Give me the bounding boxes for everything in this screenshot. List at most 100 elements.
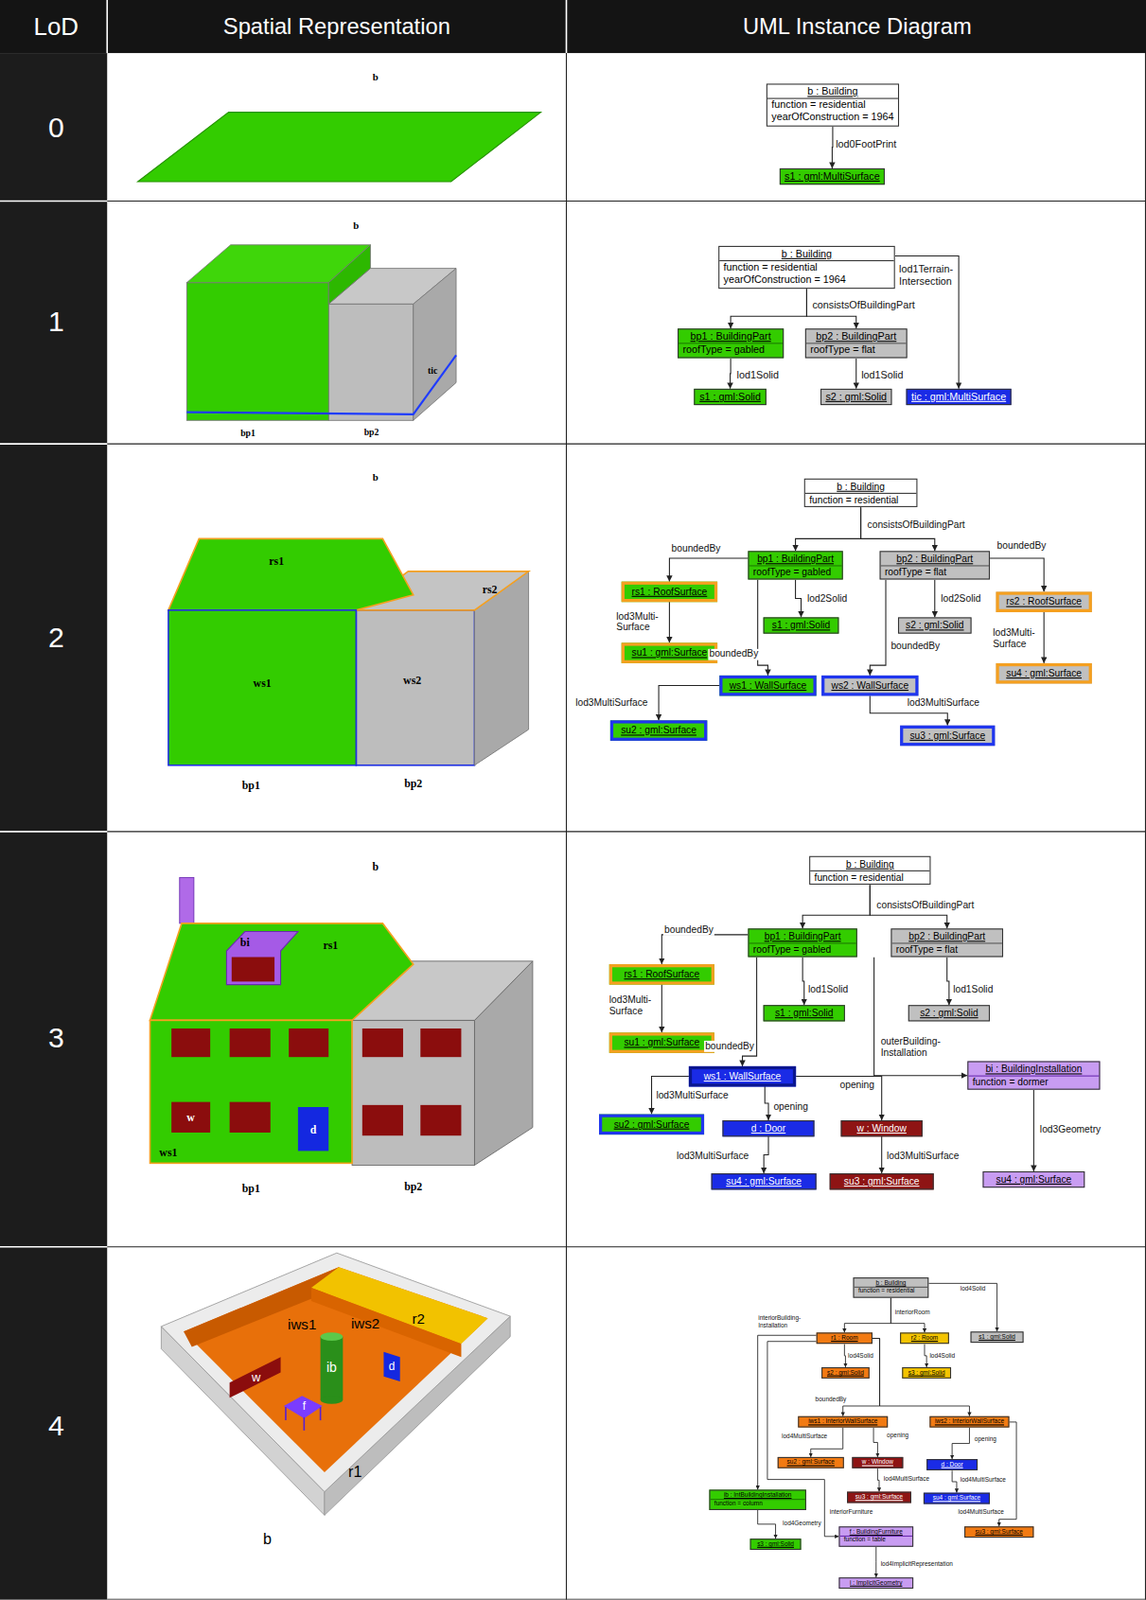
link-label: lod4Solid (959, 1286, 988, 1293)
uml-object: su3 : gml:Surface (964, 1526, 1034, 1538)
attribute-text: function = residential (767, 98, 899, 112)
roof (150, 923, 414, 1021)
link-line (844, 1297, 891, 1333)
table (283, 1395, 323, 1419)
object-name: bp1 : BuildingPart (753, 930, 853, 942)
link-label: lod1Solid (952, 985, 994, 997)
link-line (952, 1470, 957, 1493)
attribute-text: function = residential (805, 492, 917, 506)
object-name: bp2 : BuildingPart (810, 330, 902, 343)
link-label: lod1Solid (735, 369, 780, 381)
link-label: lod4MultiSurface (959, 1476, 1007, 1483)
link-label: lod4Geometry (781, 1520, 823, 1528)
uml-object: ib : IntBuildingInstallationfunction = c… (708, 1489, 806, 1510)
row-lines (106, 52, 1146, 1600)
link-label: interiorBuilding- Installation (757, 1315, 802, 1330)
link-label: boundedBy (814, 1395, 848, 1403)
uml-object: i : ImplicitGeometry (838, 1577, 914, 1589)
attribute-text: function = residential (854, 1287, 929, 1296)
link-label: outerBuilding- Installation (880, 1037, 942, 1060)
column-header: LoD (34, 14, 79, 39)
column-header: Spatial Representation (223, 15, 451, 38)
uml-object: r1 : Room (816, 1332, 873, 1344)
link-line (875, 1546, 877, 1578)
attribute-text: roofType = gabled (749, 564, 843, 579)
uml-object: ws2 : WallSurface (821, 675, 918, 696)
object-name: f : BuildingFurniture (844, 1528, 909, 1536)
link-line (661, 934, 748, 965)
uml-object: b : Buildingfunction = residentialyearOf… (718, 246, 896, 289)
part-label: iws1 (287, 1317, 317, 1332)
link-line (869, 580, 886, 676)
object-name: su4 : gml:Surface (1003, 667, 1085, 679)
uml-object: s2 : gml:Solid (820, 388, 893, 406)
uml-object: s1 : gml:Solid (763, 1004, 846, 1022)
link-line (1043, 612, 1045, 664)
footprint (138, 112, 542, 182)
link-label: lod3Multi- Surface (608, 994, 653, 1018)
link-label: lod3Multi- Surface (991, 627, 1037, 651)
uml-object: su2 : gml:Surface (777, 1457, 845, 1469)
link-line (658, 685, 720, 721)
object-name: tic : gml:MultiSurface (911, 390, 1006, 404)
link-line (795, 580, 802, 618)
uml-object: tic : gml:MultiSurface (906, 388, 1012, 406)
lod-row-lines (0, 200, 107, 1247)
object-name: d : Door (932, 1461, 973, 1469)
part-label: bp2 (404, 777, 423, 790)
link-line (855, 358, 857, 389)
object-name: su2 : gml:Surface (606, 1118, 698, 1130)
link-label: boundedBy (889, 640, 941, 653)
uml-object: s2 : gml:Solid (898, 617, 972, 634)
part-label: r2 (411, 1311, 424, 1326)
link-label: lod4Solid (846, 1353, 875, 1360)
object-name: rs2 : RoofSurface (1003, 596, 1085, 608)
link-line (661, 984, 663, 1033)
attribute-text: roofType = gabled (678, 343, 783, 357)
object-name: ib : IntBuildingInstallation (714, 1492, 802, 1500)
link-line (729, 358, 732, 389)
wall (355, 610, 475, 766)
link-label: opening (973, 1435, 998, 1443)
link-line (881, 1136, 882, 1174)
object-name: s2 : gml:Solid (825, 390, 887, 404)
link-label: opening (885, 1432, 910, 1440)
object-name: su4 : gml:Surface (928, 1495, 985, 1503)
dormer (226, 932, 298, 986)
attribute-text: yearOfConstruction = 1964 (719, 273, 894, 286)
link-label: lod4ImplicitRepresentation (880, 1561, 954, 1569)
uml-object: rs1 : RoofSurface (609, 964, 715, 985)
link-line (669, 558, 748, 582)
object-name: ws2 : WallSurface (828, 679, 912, 691)
uml-object: su4 : gml:Surface (995, 663, 1092, 684)
object-name: b : Building (771, 86, 894, 99)
uml-object: su2 : gml:Surface (610, 720, 707, 741)
object-name: bp1 : BuildingPart (682, 330, 778, 343)
part-label: rs1 (268, 555, 284, 567)
object-name: w : Window (857, 1459, 899, 1467)
link-label: lod3Multi- Surface (615, 611, 660, 635)
column-line (565, 52, 567, 1600)
link-label: opening (772, 1102, 810, 1114)
uml-object: su1 : gml:Surface (621, 642, 718, 663)
object-name: rs1 : RoofSurface (628, 585, 710, 598)
part-label: d (388, 1360, 396, 1373)
part-label: rs1 (322, 940, 338, 953)
attribute-text: function = residential (810, 869, 930, 883)
chimney (179, 877, 194, 924)
object-name: su1 : gml:Surface (628, 647, 710, 659)
uml-object: rs2 : RoofSurface (995, 591, 1092, 612)
lod-number: 2 (48, 623, 65, 653)
link-line (802, 884, 870, 929)
link-line (872, 1338, 970, 1416)
object-name: d : Door (727, 1122, 810, 1134)
link-line (844, 1344, 846, 1368)
uml-object: s1 : gml:MultiSurface (779, 168, 885, 185)
link-label: boundedBy (707, 649, 759, 661)
object-name: s1 : gml:Solid (699, 390, 762, 404)
door (383, 1352, 400, 1382)
object-name: s3 : gml:Solid (907, 1369, 947, 1377)
